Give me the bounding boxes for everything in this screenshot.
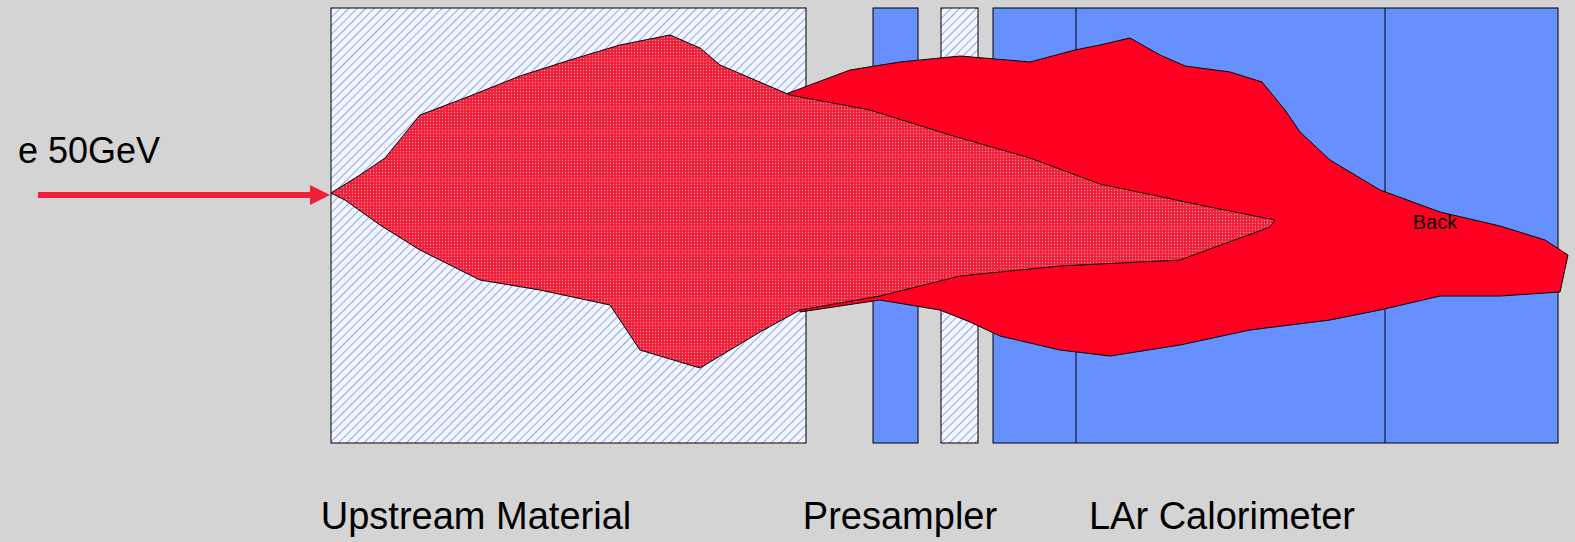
compartment-label: Back xyxy=(1413,212,1457,232)
part-name: Presampler xyxy=(803,497,997,535)
part-name: LAr Calorimeter xyxy=(1089,497,1355,535)
beam-arrowhead xyxy=(310,185,330,205)
part-name: Upstream Material xyxy=(321,497,631,535)
beam-label: e 50GeV xyxy=(18,133,160,169)
beam-arrow xyxy=(38,192,312,198)
shower-upstream xyxy=(331,35,1275,368)
